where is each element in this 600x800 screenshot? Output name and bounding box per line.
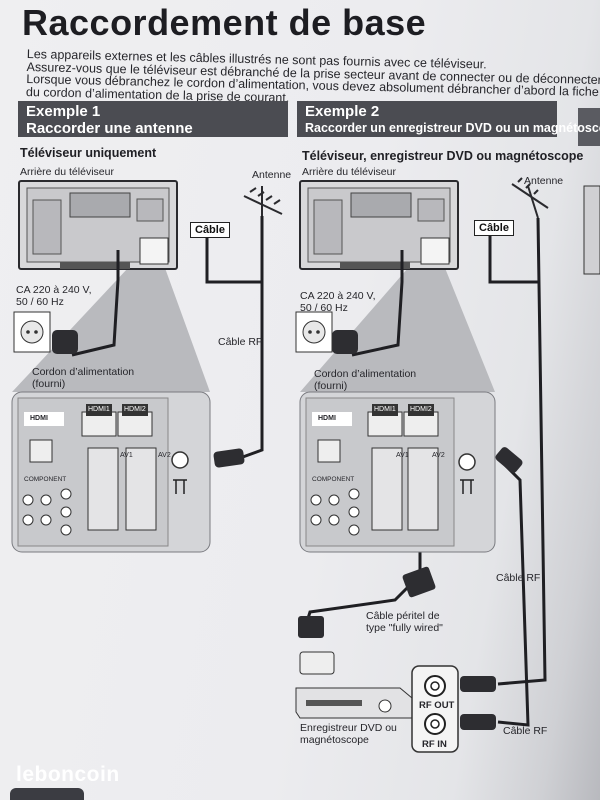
rf-in-label: RF IN [422,739,447,750]
power-cord-1 [71,250,120,357]
leboncoin-watermark: leboncoin [16,763,120,786]
connector-panel-2 [299,391,496,553]
rf-panel [411,665,459,753]
rear-tv-label-1: Arrière du téléviseur [20,166,114,178]
power-plug-2 [332,330,358,354]
wall-socket-1 [13,311,51,353]
rear-tv-label-2: Arrière du téléviseur [302,166,396,178]
av2-label-1: AV2 [158,452,171,459]
antenna-label-1: Antenne [252,169,292,181]
scart-plug-top [402,566,436,598]
rf-cable-1 [239,216,264,460]
av1-label-2: AV1 [396,452,409,459]
hdmi1-label-2: HDMI1 [372,404,398,416]
example-1-header: Exemple 1 Raccorder une antenne [18,101,288,137]
hdmi1-label-1: HDMI1 [86,404,112,416]
cable-label-1: Câble [190,222,230,238]
rf-plug-1 [213,448,245,468]
rf-plug-out [460,676,496,692]
power-cord-label-1: Cordon d’alimentation (fourni) [32,366,135,390]
av2-label-2: AV2 [432,452,445,459]
rf-plug-in [460,714,496,730]
rf-cable-2b [497,460,530,727]
rf-cable-label-2a: Câble RF [496,572,541,584]
example-2-subtitle: Raccorder un enregistreur DVD ou un magn… [305,121,600,135]
zoom-wedge-1 [12,268,210,392]
antenna-2 [511,177,549,219]
example-1-subtitle: Raccorder une antenne [26,120,193,137]
av1-label-1: AV1 [120,452,133,459]
component-label-2: COMPONENT [312,476,355,483]
dvd-recorder [295,651,413,719]
power-cord-2 [351,250,404,357]
example-2-scope: Téléviseur, enregistreur DVD ou magnétos… [302,149,584,163]
rf-cable-label-2b: Câble RF [503,725,548,737]
example-1-title: Exemple 1 [26,103,101,120]
tv-rear-3-edge [583,185,600,275]
scart-cable-label: Câble péritel de type "fully wired" [366,610,443,634]
example-1-scope: Téléviseur uniquement [20,146,157,160]
antenna-label-2: Antenne [524,175,564,187]
cable-label-2: Câble [474,220,514,236]
page-title: Raccordement de base [22,2,427,43]
example-2-header: Exemple 2 Raccorder un enregistreur DVD … [297,101,600,137]
component-label-1: COMPONENT [24,476,67,483]
power-cord-label-2: Cordon d’alimentation (fourni) [314,368,417,392]
power-plug-1 [52,330,78,354]
scart-plug-bottom [298,616,324,638]
voltage-label-2: CA 220 à 240 V, 50 / 60 Hz [300,290,376,314]
page-tab [10,788,84,800]
hdmi2-label-2: HDMI2 [408,404,434,416]
hdmi-logo-2: HDMI [318,415,336,422]
rf-cable-label-1: Câble RF [218,336,263,348]
tv-rear-1 [18,180,178,270]
recorder-label: Enregistreur DVD ou magnétoscope [300,722,397,746]
rf-plug-2 [495,447,523,473]
example-2-title: Exemple 2 [305,103,380,120]
rf-cable-2a [497,217,547,686]
tv-rear-2 [299,180,459,270]
hdmi2-label-1: HDMI2 [122,404,148,416]
connector-panel-1 [11,391,211,553]
voltage-label-1: CA 220 à 240 V, 50 / 60 Hz [16,284,92,308]
cables-example-1 [71,216,264,460]
rf-out-label: RF OUT [419,700,455,711]
example-3-header-edge [578,108,600,146]
wall-socket-2 [295,311,333,353]
antenna-1 [243,186,283,216]
hdmi-logo-1: HDMI [30,415,48,422]
